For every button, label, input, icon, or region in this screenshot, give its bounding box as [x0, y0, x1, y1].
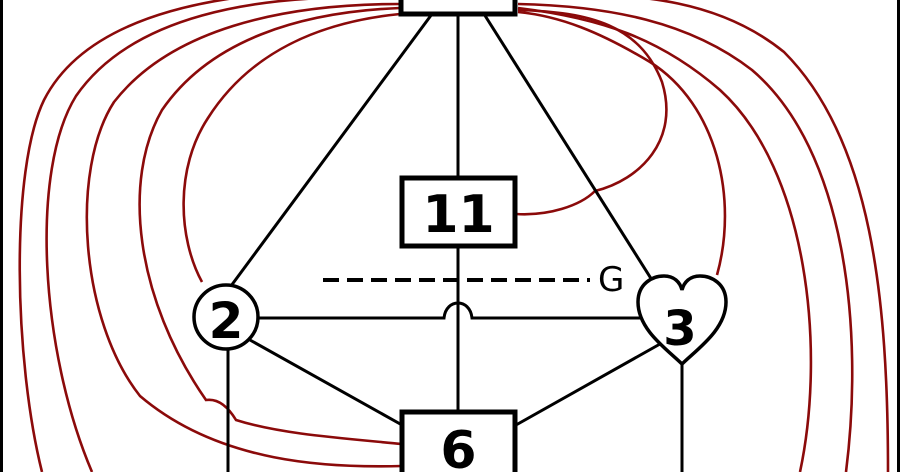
red-curve-4 — [517, 2, 854, 472]
red-curve-5 — [649, 0, 890, 472]
edge-top-to-3 — [482, 13, 659, 289]
red-curve-6 — [182, 12, 401, 283]
red-curve-1 — [515, 8, 668, 216]
red-curve-3 — [517, 6, 813, 472]
edge-3-to-6 — [515, 342, 661, 427]
red-curve-2 — [517, 10, 727, 276]
red-curves — [18, 0, 890, 472]
box-11 — [399, 175, 518, 249]
box-6 — [399, 409, 518, 472]
heart-node-3-shape — [636, 274, 728, 367]
circle-node-2 — [192, 283, 260, 351]
black-edges — [226, 13, 684, 472]
edge-2-to-6 — [249, 338, 403, 427]
red-curve-9 — [45, 0, 310, 472]
heart-node-3-label: 3 — [663, 301, 696, 357]
edge-top-to-2 — [226, 13, 434, 291]
red-curve-10 — [18, 0, 230, 472]
box-11-label: 11 — [422, 185, 494, 245]
top-box — [398, 0, 518, 17]
red-curve-7 — [138, 6, 403, 446]
red-curve-8 — [85, 2, 403, 468]
circle-node-2-label: 2 — [209, 292, 244, 350]
box-6-label: 6 — [440, 421, 476, 472]
edge-2-to-3-bridge — [258, 301, 642, 320]
dashed-line-label: G — [598, 260, 624, 300]
